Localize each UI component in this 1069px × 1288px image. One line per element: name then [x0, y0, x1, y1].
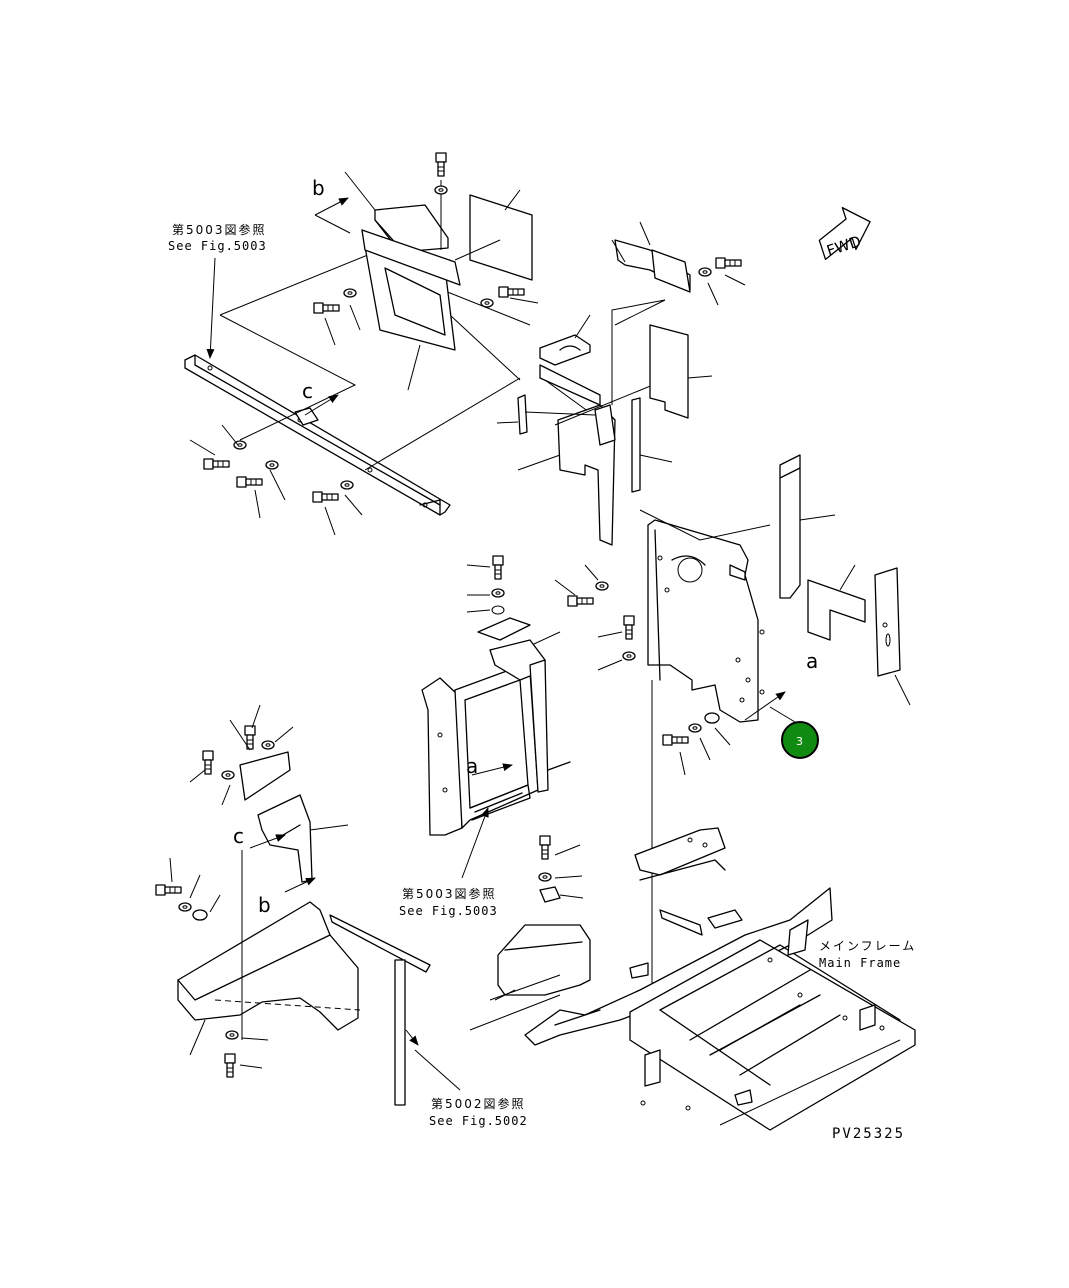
ref-fig5003-top-en: See Fig.5003	[168, 239, 267, 253]
main-side-plate: a	[554, 509, 818, 1060]
part-marker-label: 3	[796, 735, 803, 748]
fwd-arrow-icon: FWD	[818, 206, 871, 260]
view-label-a-right: a	[806, 649, 818, 673]
left-bottom-assembly: c b 第5002図参照 See Fig.5002	[155, 704, 528, 1128]
main-frame-label-en: Main Frame	[819, 956, 901, 970]
view-label-c-top: c	[302, 379, 313, 403]
ref-fig5002-en: See Fig.5002	[429, 1114, 528, 1128]
view-label-b-top: b	[312, 176, 325, 200]
main-frame-label-jp: メインフレーム	[819, 939, 916, 953]
radiator-frame: a 第5003図参照 See Fig.5003	[399, 555, 571, 918]
ref-fig5003-mid-jp: 第5003図参照	[402, 886, 497, 901]
view-label-c-bottom: c	[233, 824, 244, 848]
top-left-assembly: b c 第5003図参照 See Fig.5003	[168, 152, 601, 536]
ref-fig5002-jp: 第5002図参照	[431, 1096, 526, 1111]
part-marker[interactable]: 3	[781, 721, 819, 759]
view-label-b-bottom: b	[258, 893, 271, 917]
right-panels	[779, 454, 911, 706]
ref-fig5003-top-jp: 第5003図参照	[172, 222, 267, 237]
center-upper-assembly: FWD	[496, 206, 871, 546]
view-label-a-center: a	[466, 754, 478, 778]
ref-fig5003-mid-en: See Fig.5003	[399, 904, 498, 918]
main-frame-assembly: メインフレーム Main Frame	[469, 827, 916, 1131]
drawing-code: PV25325	[832, 1126, 905, 1142]
